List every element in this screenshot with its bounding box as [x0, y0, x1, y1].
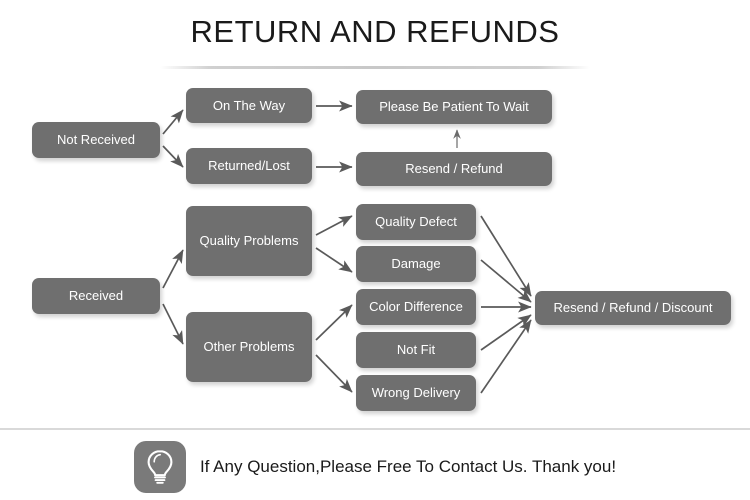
node-returned-lost[interactable]: Returned/Lost	[186, 148, 312, 184]
node-damage[interactable]: Damage	[356, 246, 476, 282]
node-received[interactable]: Received	[32, 278, 160, 314]
node-not-fit[interactable]: Not Fit	[356, 332, 476, 368]
node-not-received[interactable]: Not Received	[32, 122, 160, 158]
node-color-difference[interactable]: Color Difference	[356, 289, 476, 325]
footer: If Any Question,Please Free To Contact U…	[0, 434, 750, 500]
footer-text: If Any Question,Please Free To Contact U…	[199, 457, 617, 476]
title-divider	[160, 66, 590, 69]
node-on-the-way[interactable]: On The Way	[186, 88, 312, 123]
node-resend-refund[interactable]: Resend / Refund	[356, 152, 552, 186]
node-other-problems[interactable]: Other Problems	[186, 312, 312, 382]
node-quality-defect[interactable]: Quality Defect	[356, 204, 476, 240]
node-wrong-delivery[interactable]: Wrong Delivery	[356, 375, 476, 411]
node-quality-problems[interactable]: Quality Problems	[186, 206, 312, 276]
node-resend-refund-discount[interactable]: Resend / Refund / Discount	[535, 291, 731, 325]
lightbulb-icon	[133, 441, 186, 493]
footer-divider	[0, 428, 750, 430]
node-please-be-patient-to-wait[interactable]: Please Be Patient To Wait	[356, 90, 552, 124]
page-title: RETURN AND REFUNDS	[190, 14, 560, 49]
